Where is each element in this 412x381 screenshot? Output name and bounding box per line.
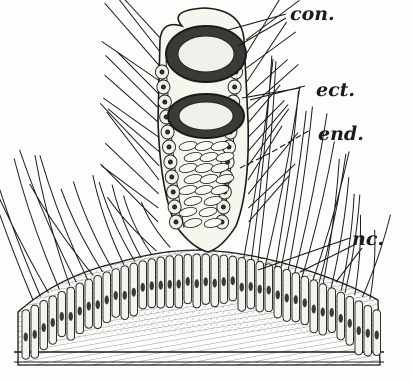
cilium: [102, 41, 161, 82]
cilium: [61, 189, 103, 272]
cell-nucleus: [60, 312, 64, 321]
cell-nucleus: [339, 314, 343, 323]
cell-nucleus: [231, 276, 235, 285]
cell-nucleus: [69, 312, 73, 321]
label-con: con.: [290, 3, 335, 25]
cell-nucleus: [163, 100, 167, 104]
label-nc: nc.: [352, 228, 384, 250]
cilium: [249, 176, 289, 222]
cell-nucleus: [321, 308, 325, 317]
cilium: [114, 0, 162, 54]
cell-nucleus: [348, 319, 352, 328]
cilium: [0, 148, 48, 293]
cell-nucleus: [357, 326, 361, 335]
cell-nucleus: [167, 145, 171, 149]
cell-nucleus: [168, 280, 172, 289]
cell-nucleus: [222, 277, 226, 286]
cell-nucleus: [330, 308, 334, 317]
cell-nucleus: [258, 285, 262, 294]
cell-nucleus: [33, 330, 37, 339]
cell-nucleus: [240, 283, 244, 292]
label-ect: ect.: [316, 79, 355, 101]
cell-nucleus: [303, 298, 307, 307]
cell-nucleus: [204, 277, 208, 286]
cell-nucleus: [173, 205, 177, 209]
cell-nucleus: [249, 282, 253, 291]
cell-nucleus: [42, 323, 46, 332]
cell-nucleus: [177, 280, 181, 289]
cilium: [124, 196, 152, 255]
cilium: [248, 126, 282, 180]
cell-nucleus: [114, 291, 118, 300]
cell-nucleus: [171, 190, 175, 194]
cell-nucleus: [285, 293, 289, 302]
cilium: [355, 215, 361, 295]
cilium: [247, 59, 288, 96]
cell-nucleus: [78, 306, 82, 315]
cell-nucleus: [276, 290, 280, 299]
cell-nucleus: [123, 291, 127, 300]
cell-nucleus: [141, 283, 145, 292]
cilium: [287, 107, 312, 276]
cell-nucleus: [150, 281, 154, 290]
cell-nucleus: [132, 288, 136, 297]
cell-nucleus: [159, 281, 163, 290]
cilium: [247, 64, 298, 110]
cilium: [265, 86, 300, 268]
cell-nucleus: [195, 279, 199, 288]
cell-nucleus: [366, 329, 370, 338]
cell-nucleus: [221, 205, 225, 209]
cell-nucleus: [375, 330, 379, 339]
cilium: [280, 111, 306, 273]
cell-nucleus: [161, 85, 165, 89]
cell-nucleus: [186, 277, 190, 286]
cilium: [108, 109, 160, 152]
cell-nucleus: [312, 304, 316, 313]
cell-nucleus: [170, 175, 174, 179]
cell-nucleus: [105, 295, 109, 304]
label-end: end.: [318, 123, 364, 145]
cell-nucleus: [294, 295, 298, 304]
cell-nucleus: [267, 286, 271, 295]
cilium: [105, 3, 162, 68]
cell-nucleus: [213, 279, 217, 288]
cilium: [246, 0, 283, 54]
cell-nucleus: [87, 302, 91, 311]
cell-nucleus: [160, 70, 164, 74]
cilium: [93, 175, 124, 265]
cilium: [0, 123, 33, 300]
cell-nucleus: [51, 318, 55, 327]
cilium: [331, 177, 349, 288]
cilium: [247, 22, 287, 82]
cell-nucleus: [24, 332, 28, 341]
cell-nucleus: [96, 300, 100, 309]
cilium: [0, 140, 40, 296]
cell-nucleus: [233, 85, 237, 89]
cell-nucleus: [168, 160, 172, 164]
cell-nucleus: [166, 130, 170, 134]
cell-nucleus: [174, 220, 178, 224]
cilium: [100, 103, 159, 166]
